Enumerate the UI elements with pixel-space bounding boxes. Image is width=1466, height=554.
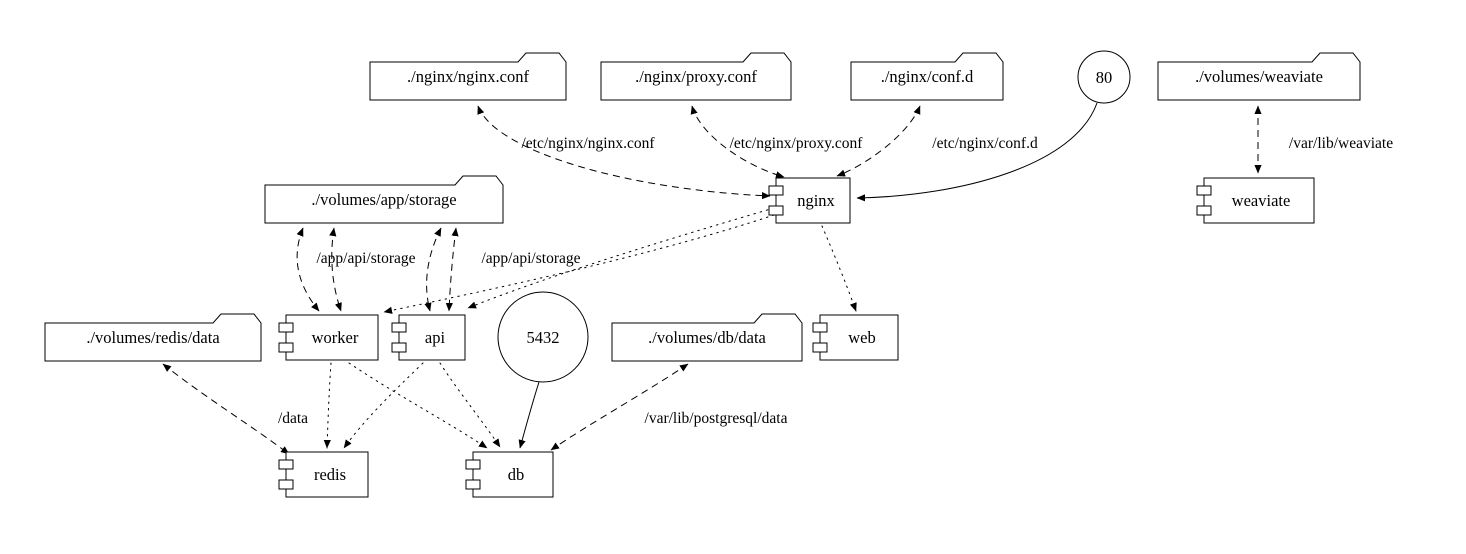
node-label: web	[848, 328, 876, 347]
node-port-80: 80	[1077, 50, 1131, 104]
node-label: 5432	[527, 328, 560, 347]
edge-api-db	[439, 362, 501, 448]
edge-label-worker-storage-mount: /app/api/storage	[317, 250, 416, 267]
node-api: api	[391, 314, 466, 361]
edge-dbdata-db	[550, 363, 689, 451]
edge-label-nginx-conf-mount: /etc/nginx/nginx.conf	[521, 135, 655, 152]
component-tab-icon	[391, 342, 407, 353]
edge-labels: /etc/nginx/nginx.conf /etc/nginx/proxy.c…	[278, 135, 1393, 427]
node-volumes-redis-data: ./volumes/redis/data	[44, 313, 262, 362]
edge-worker-db	[348, 362, 488, 449]
port-circle-icon	[1077, 50, 1131, 104]
node-port-5432: 5432	[497, 291, 589, 383]
node-label: nginx	[797, 191, 835, 210]
node-conf-d-dir: ./nginx/conf.d	[850, 52, 1004, 101]
edge-nginx-api	[467, 207, 775, 309]
component-box	[285, 451, 369, 498]
node-label: api	[425, 328, 446, 347]
component-tab-icon	[278, 479, 294, 490]
node-label: ./volumes/weaviate	[1195, 67, 1323, 86]
port-circle-icon	[497, 291, 589, 383]
component-tab-icon	[768, 185, 784, 196]
node-label: worker	[312, 328, 359, 347]
component-box	[1203, 177, 1315, 224]
edge-storage-worker-b	[329, 227, 342, 312]
node-volumes-weaviate: ./volumes/weaviate	[1157, 52, 1361, 101]
folder-icon	[1157, 52, 1361, 101]
node-volumes-app-storage: ./volumes/app/storage	[264, 175, 504, 224]
edge-label-weaviate-mount: /var/lib/weaviate	[1289, 135, 1393, 152]
folder-icon	[611, 313, 803, 362]
edges	[162, 102, 1262, 455]
node-worker: worker	[278, 314, 379, 361]
edge-label-redis-data-mount: /data	[278, 410, 308, 427]
component-box	[398, 314, 466, 361]
folder-icon	[850, 52, 1004, 101]
component-tab-icon	[768, 205, 784, 216]
edge-port80-nginx	[856, 102, 1098, 202]
component-tab-icon	[812, 342, 828, 353]
node-label: ./nginx/conf.d	[881, 67, 974, 86]
edge-redisdata-redis	[162, 363, 290, 455]
component-tab-icon	[278, 459, 294, 470]
edge-nginx-web	[821, 225, 857, 312]
node-label: ./nginx/proxy.conf	[635, 67, 757, 86]
component-tab-icon	[278, 322, 294, 333]
edge-label-proxy-conf-mount: /etc/nginx/proxy.conf	[730, 135, 864, 152]
edge-port5432-db	[518, 381, 540, 449]
folder-icon	[369, 52, 567, 101]
node-label: ./volumes/db/data	[648, 328, 766, 347]
edge-label-db-data-mount: /var/lib/postgresql/data	[645, 410, 788, 427]
edge-nginx-confd	[836, 105, 921, 177]
component-tab-icon	[278, 342, 294, 353]
component-tab-icon	[812, 322, 828, 333]
node-web: web	[812, 314, 899, 361]
node-db: db	[465, 451, 554, 498]
edge-api-redis	[343, 362, 424, 449]
edge-worker-redis	[323, 362, 332, 449]
node-weaviate: weaviate	[1196, 177, 1315, 224]
node-label: ./volumes/redis/data	[86, 328, 220, 347]
component-tab-icon	[465, 479, 481, 490]
edge-label-api-storage-mount: /app/api/storage	[482, 250, 581, 267]
node-volumes-db-data: ./volumes/db/data	[611, 313, 803, 362]
node-label: db	[508, 465, 525, 484]
component-box	[285, 314, 379, 361]
node-label: ./volumes/app/storage	[311, 190, 456, 209]
node-nginx-conf-file: ./nginx/nginx.conf	[369, 52, 567, 101]
node-label: ./nginx/nginx.conf	[407, 67, 529, 86]
component-tab-icon	[465, 459, 481, 470]
folder-icon	[44, 313, 262, 362]
node-redis: redis	[278, 451, 369, 498]
edge-label-conf-d-mount: /etc/nginx/conf.d	[932, 135, 1038, 152]
edge-storage-api-b	[445, 227, 459, 312]
node-nginx: nginx	[768, 177, 851, 224]
edge-storage-worker-a	[296, 227, 320, 312]
edge-storage-api-a	[424, 227, 442, 312]
node-label: weaviate	[1232, 191, 1291, 210]
component-tab-icon	[391, 322, 407, 333]
folder-icon	[600, 52, 792, 101]
node-proxy-conf-file: ./nginx/proxy.conf	[600, 52, 792, 101]
node-label: redis	[314, 465, 346, 484]
folder-icon	[264, 175, 504, 224]
component-tab-icon	[1196, 185, 1212, 196]
component-box	[819, 314, 899, 361]
component-box	[472, 451, 554, 498]
node-label: 80	[1096, 68, 1113, 87]
component-box	[775, 177, 851, 224]
component-tab-icon	[1196, 205, 1212, 216]
